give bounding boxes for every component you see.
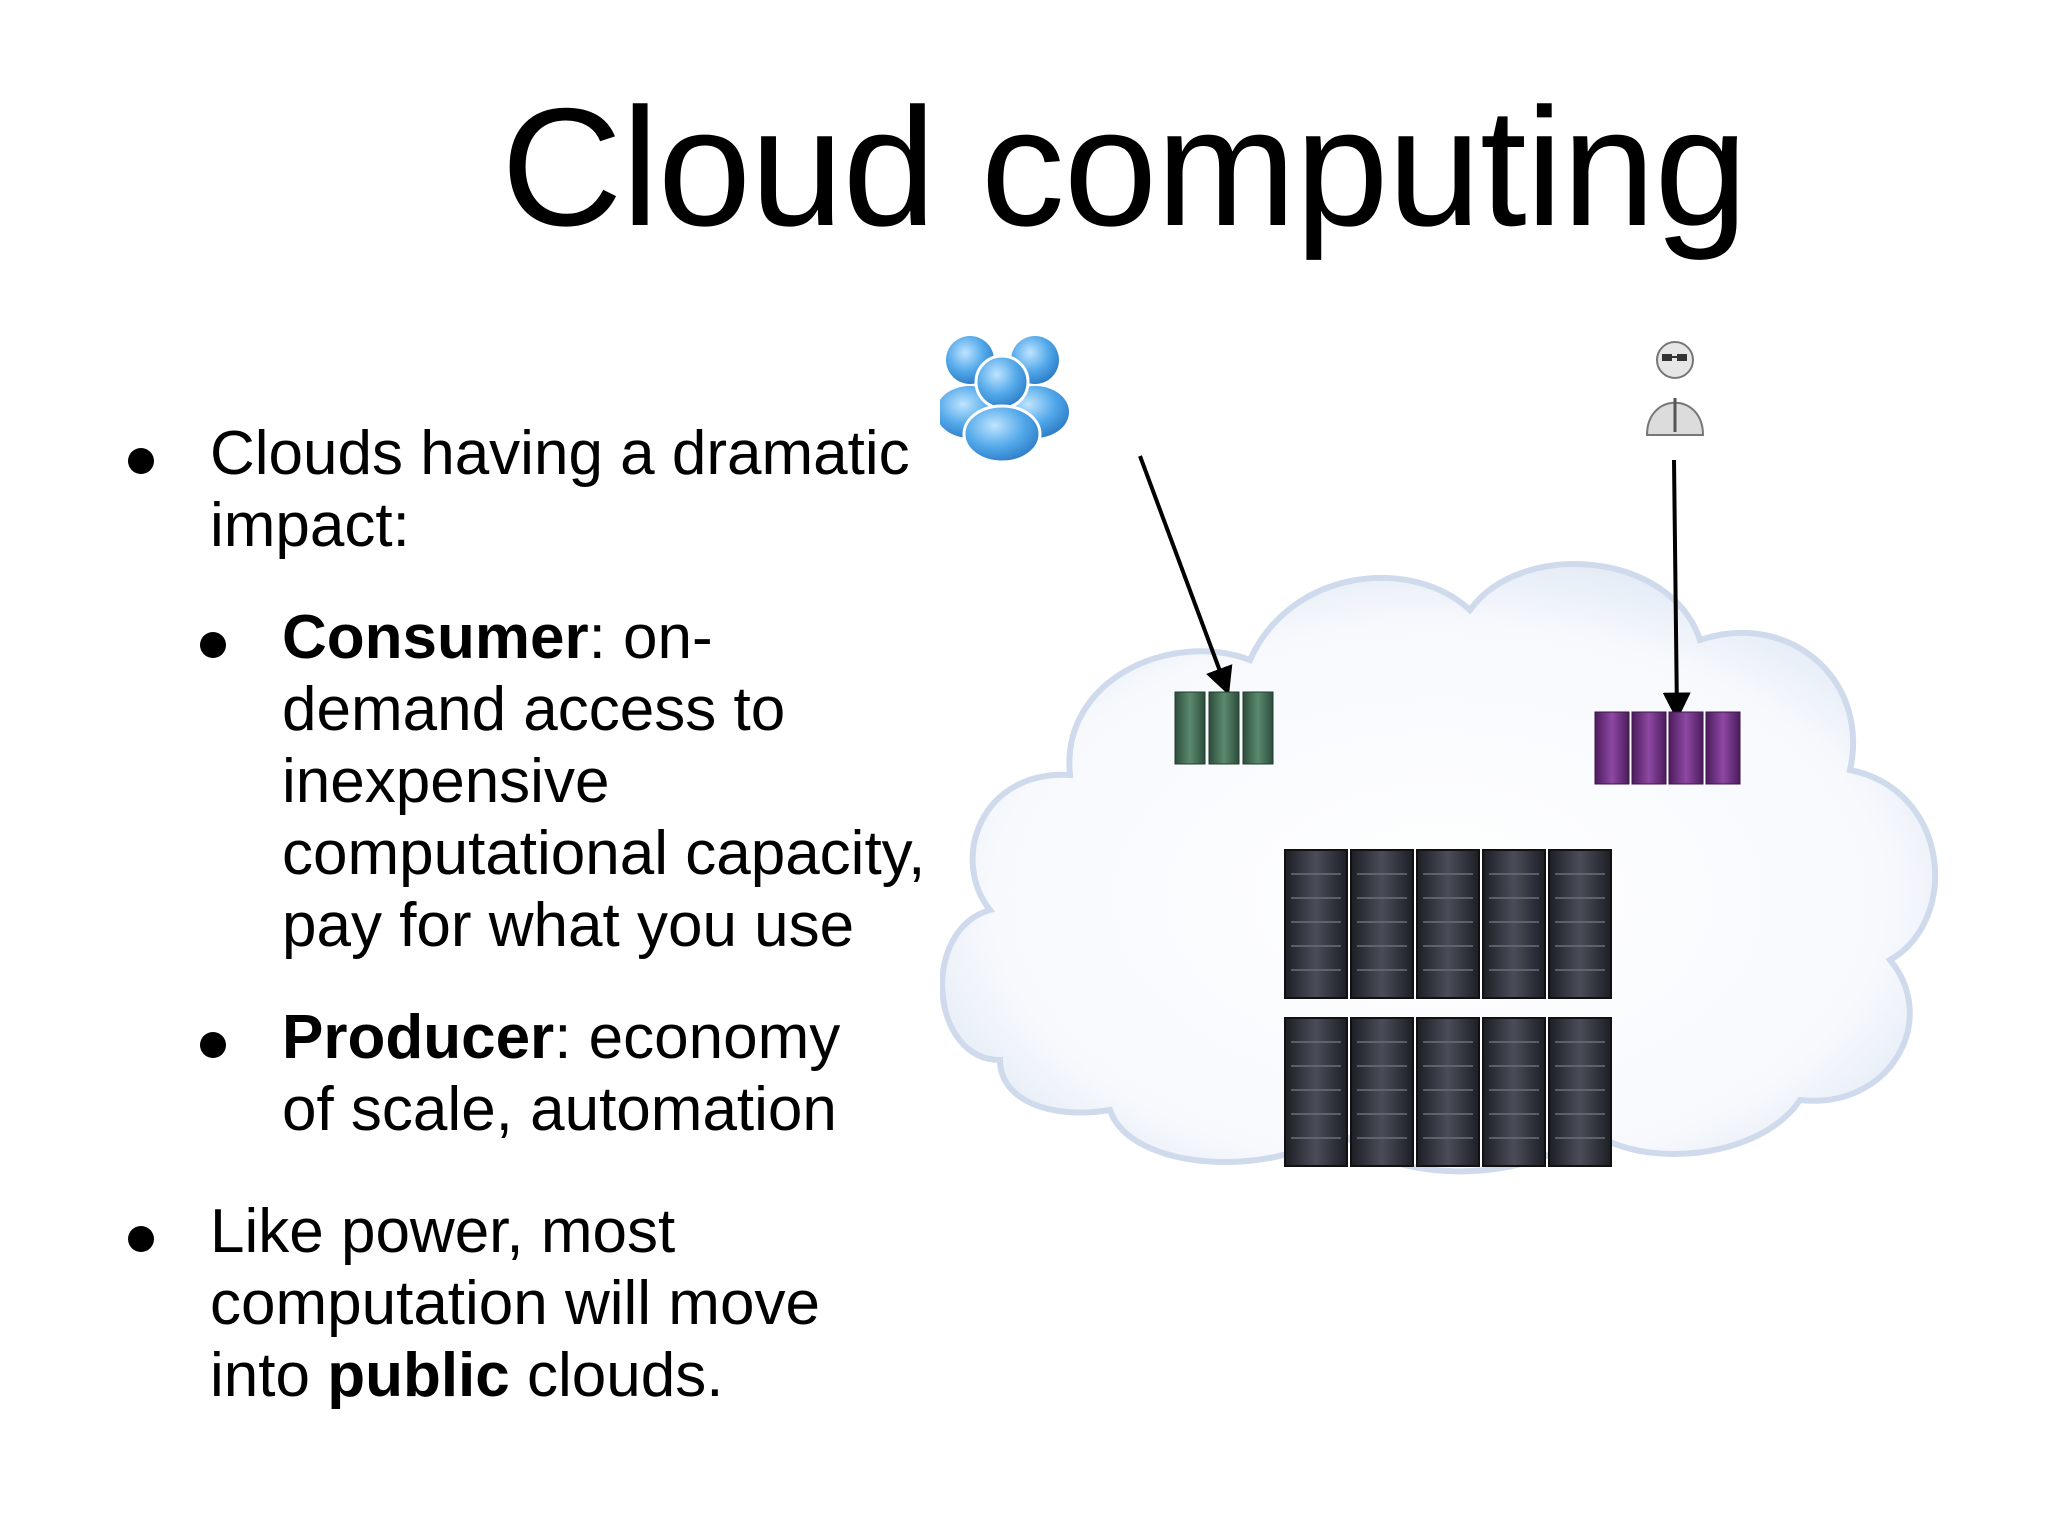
producer-suffix: : economy <box>554 1003 841 1072</box>
datacenter-rack-icon <box>1548 1017 1612 1167</box>
producer-term: Producer <box>282 1003 555 1072</box>
datacenter-rack-icon <box>1350 1017 1414 1167</box>
consumer-term: Consumer <box>282 603 589 672</box>
datacenter-rack-icon <box>1416 849 1480 999</box>
bullet-line-2: computation will move <box>210 1269 820 1338</box>
arrow-user-to-purple <box>1662 459 1691 721</box>
bullet-dot <box>200 1032 226 1058</box>
slide-title: Cloud computing <box>501 73 1748 261</box>
datacenter-rack-icon <box>1416 1017 1480 1167</box>
arrow-users-to-green <box>1138 455 1233 696</box>
datacenter-rack-icon <box>1548 849 1612 999</box>
rack-detail-lines <box>1291 873 1605 1139</box>
bullet-line-2: impact: <box>210 491 410 560</box>
bullet-line-3-prefix: into <box>210 1341 328 1410</box>
user-with-glasses-icon <box>1645 341 1705 436</box>
bullet-text: Like power, most computation will move i… <box>210 1196 1010 1412</box>
green-server-cluster-icon <box>1174 691 1274 765</box>
consumer-description: demand access to inexpensive computation… <box>282 675 926 960</box>
bullet-line-1: Clouds having a dramatic <box>210 419 910 488</box>
group-of-users-icon <box>940 336 1069 464</box>
public-term: public <box>327 1341 510 1410</box>
purple-server-cluster-icon <box>1594 711 1741 785</box>
datacenter-rack-icon <box>1482 849 1546 999</box>
bullet-line-1: Like power, most <box>210 1197 676 1266</box>
datacenter-rack-icon <box>1284 1017 1348 1167</box>
consumer-suffix: : on- <box>588 603 713 672</box>
datacenter-racks-bottom-row <box>1284 1017 1612 1167</box>
bullet-text: Clouds having a dramatic impact: <box>210 418 970 562</box>
datacenter-rack-icon <box>1482 1017 1546 1167</box>
cloud-diagram <box>940 320 1960 1240</box>
bullet-line-3-suffix: clouds. <box>509 1341 724 1410</box>
bullet-dot <box>200 632 226 658</box>
cloud-diagram-svg <box>940 336 1939 1175</box>
bullet-text: Producer: economy of scale, automation <box>282 1002 982 1146</box>
producer-description: of scale, automation <box>282 1075 837 1144</box>
datacenter-racks-top-row <box>1284 849 1612 999</box>
datacenter-rack-icon <box>1284 849 1348 999</box>
bullet-dot <box>128 1226 154 1252</box>
bullet-text: Consumer: on- demand access to inexpensi… <box>282 602 982 962</box>
bullet-dot <box>128 448 154 474</box>
datacenter-rack-icon <box>1350 849 1414 999</box>
